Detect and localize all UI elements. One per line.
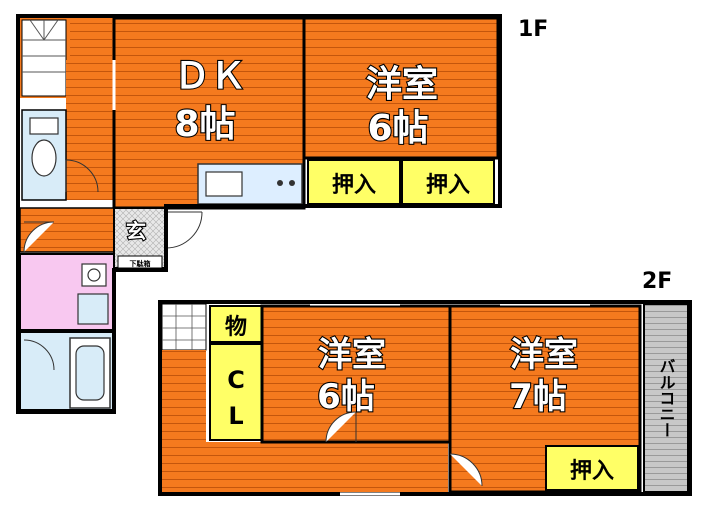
sink (205, 171, 243, 197)
closet-1f-b-label: 押入 (426, 172, 470, 198)
toilet-1f (21, 109, 99, 201)
dk-room-size: 8帖 (174, 104, 235, 145)
closet-cl-line1: C (227, 366, 245, 394)
floor-1f-label: 1F (518, 17, 548, 42)
western-room-2f-right-name: 洋室 (510, 335, 578, 375)
entrance-label: 玄 (126, 219, 146, 243)
shoe-box-label: 下駄箱 (130, 259, 151, 268)
balcony-label: バルコニー (657, 358, 676, 438)
closet-1f-a-label: 押入 (332, 172, 376, 198)
stove-burner (289, 180, 295, 186)
closet-cl-line2: L (228, 402, 243, 430)
corridor-2f (162, 442, 448, 492)
closet-cl: C L (209, 343, 273, 441)
dk-room: ＤＫ 8帖 (112, 16, 306, 210)
stairs-2f (161, 303, 207, 442)
floor-2f-label: 2F (642, 269, 672, 294)
closet-1f-b: 押入 (401, 159, 495, 205)
floor-2f: 物 C L 洋室 6帖 洋室 7帖 押入 (158, 269, 692, 496)
floor-1f: ＤＫ 8帖 洋室 6帖 押入 押入 玄 下駄箱 (16, 14, 548, 414)
hallway-1f (66, 60, 114, 200)
western-room-1f: 洋室 6帖 (302, 14, 500, 160)
bathroom (19, 331, 115, 411)
western-room-1f-name: 洋室 (366, 64, 438, 105)
closet-2f-label: 押入 (570, 458, 614, 484)
washroom (19, 253, 115, 331)
western-room-2f-left: 洋室 6帖 (260, 302, 452, 444)
western-room-2f-left-name: 洋室 (318, 335, 386, 375)
entrance: 玄 下駄箱 (113, 207, 203, 269)
western-room-2f-right-size: 7帖 (509, 377, 567, 417)
stairs-1f (20, 18, 114, 98)
balcony: バルコニー (643, 303, 689, 493)
western-room-2f-left-size: 6帖 (317, 377, 375, 417)
western-room-1f-size: 6帖 (367, 108, 428, 149)
stove-burner (277, 180, 283, 186)
closet-1f-a: 押入 (307, 159, 401, 205)
dk-room-name: ＤＫ (174, 56, 246, 97)
closet-2f: 押入 (545, 445, 639, 491)
storage-label: 物 (225, 314, 247, 340)
storage-2f: 物 (209, 305, 263, 343)
